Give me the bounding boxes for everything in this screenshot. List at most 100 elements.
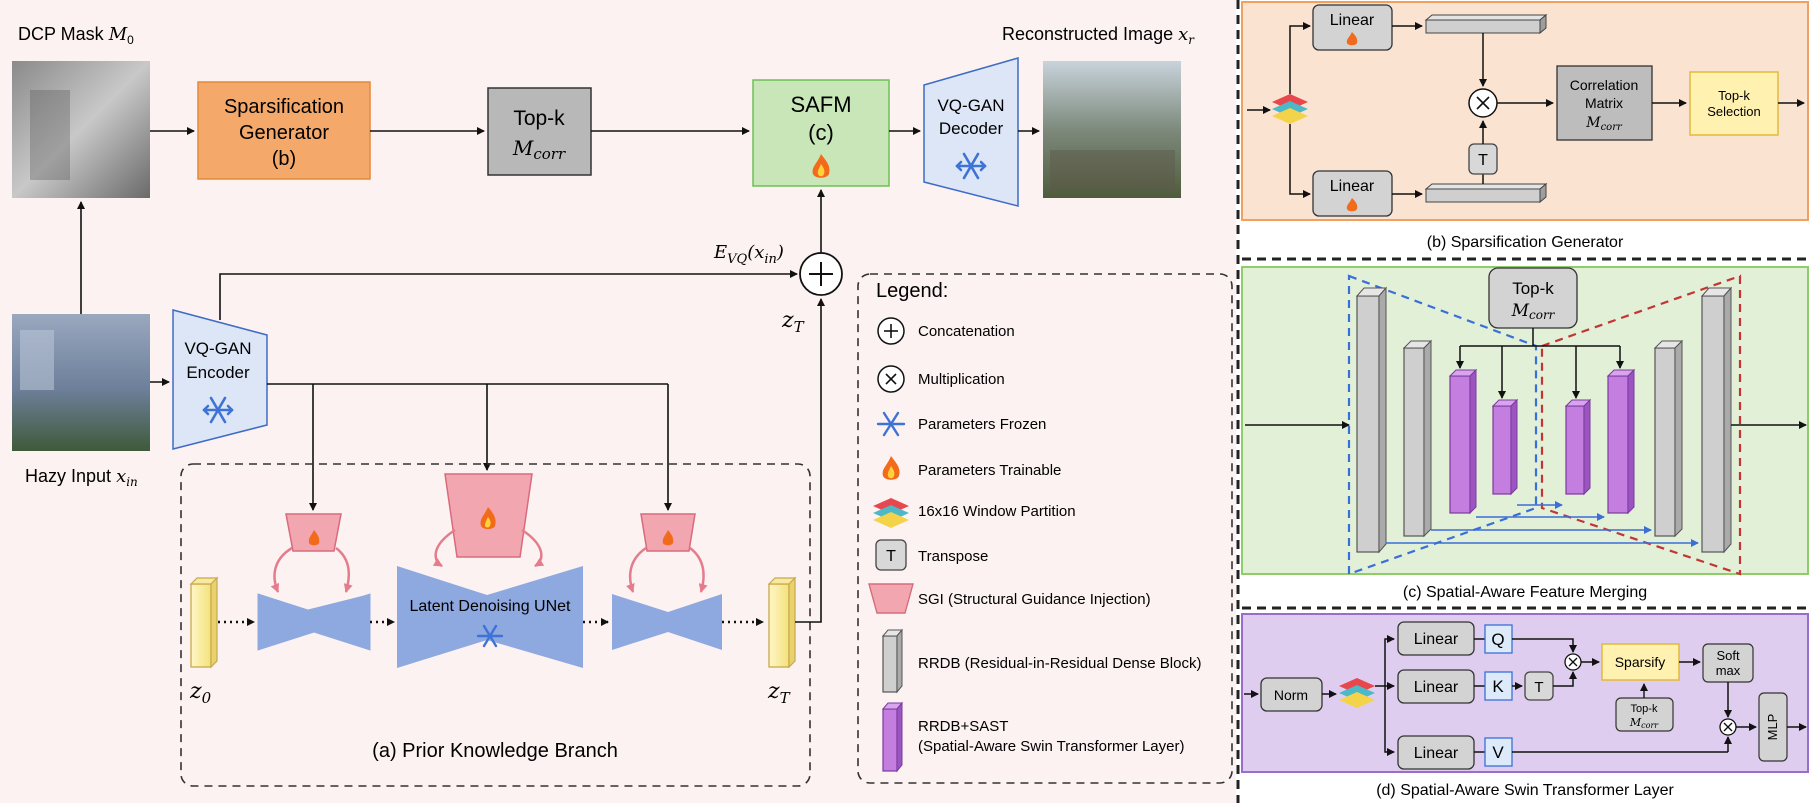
panel-d-topk-line1: Top-k	[1631, 703, 1658, 715]
panel-d-softmax-line2: max	[1716, 663, 1741, 678]
legend-transpose-letter: T	[886, 548, 896, 565]
panel-d-k-box	[1484, 671, 1513, 701]
vq-gan-decoder-trapezoid	[923, 57, 1019, 207]
panel-d-topk-mcorr: Mcorr	[1629, 716, 1659, 730]
sparsification-generator-line1: Sparsification	[224, 96, 344, 118]
legend-rrdb-block-icon	[881, 628, 904, 694]
safm-line1: SAFM	[790, 92, 851, 117]
panel-d-norm-label: Norm	[1274, 687, 1308, 703]
panel-c-sast-block-3	[1564, 398, 1592, 496]
panel-b-topk-selection-box	[1689, 71, 1779, 136]
decoder-line2: Decoder	[939, 119, 1004, 138]
prior-knowledge-branch-box	[180, 463, 811, 787]
panel-c-topk-mcorr: Mcorr	[1511, 301, 1556, 322]
panel-d-caption: (d) Spatial-Aware Swin Transformer Layer	[1376, 782, 1674, 799]
panel-d-multiply2-s2	[1723, 722, 1733, 732]
panel-b-linear-bottom-label: Linear	[1330, 178, 1375, 195]
encoder-line2: Encoder	[186, 363, 250, 382]
panel-b-linear-top-label: Linear	[1330, 12, 1375, 29]
panel-c-decoder-frame	[1540, 274, 1742, 576]
panel-b-feature-bar-bottom	[1424, 182, 1548, 204]
panel-d-softmax-line1: Soft	[1716, 648, 1740, 663]
sparsification-generator-line2: Generator	[239, 122, 329, 144]
topk-mcorr: Mcorr	[512, 136, 566, 163]
panel-c-rrdb-block-3	[1653, 339, 1684, 538]
sgi-left-flame-icon	[308, 530, 320, 546]
sgi-left-arrow-b	[335, 547, 353, 593]
sgi-center-arrow-a	[432, 528, 456, 568]
encoder-line1: VQ-GAN	[184, 339, 251, 358]
panel-d-multiply1-s2	[1568, 657, 1578, 667]
z0-latent-block	[190, 583, 212, 668]
panel-d-t-to-mult	[1553, 671, 1577, 687]
hazy-input-building	[20, 330, 54, 390]
legend-box	[857, 273, 1233, 784]
panel-b-feature-bar-top	[1424, 13, 1548, 35]
panel-c-rrdb-block-4	[1700, 286, 1733, 554]
sgi-right-flame-icon	[662, 530, 674, 546]
panel-b-topk-line2: Selection	[1707, 104, 1760, 119]
panel-c-sast-block-4	[1606, 368, 1636, 515]
legend-times-circle-icon	[877, 365, 905, 393]
unet-snowflake-icon	[476, 624, 504, 648]
panel-c-rrdb-block-2	[1402, 339, 1433, 538]
sparsification-generator-line3: (b)	[272, 148, 296, 170]
panel-b-transpose-label: T	[1478, 152, 1488, 169]
reconstructed-image-label: Reconstructed Image xr	[1002, 24, 1195, 47]
panel-d-q-to-mult	[1512, 638, 1577, 653]
unet-small-right	[612, 594, 722, 650]
panel-b-multiply-stroke2	[1476, 96, 1490, 110]
panel-d-linear-q-label: Linear	[1414, 631, 1459, 648]
latent-denoising-unet	[397, 566, 583, 668]
panel-d-window-partition-icon	[1339, 678, 1375, 708]
panel-b-caption: (b) Sparsification Generator	[1427, 234, 1624, 251]
legend-sgi-trapezoid-icon	[868, 583, 914, 614]
safm-line2: (c)	[808, 120, 834, 145]
panel-c-sast-block-1	[1448, 368, 1478, 515]
panel-b-corr-mcorr: Mcorr	[1585, 115, 1623, 133]
dcp-mask-label: DCP Mask M0	[18, 24, 134, 47]
legend-transpose-icon	[875, 539, 907, 571]
panel-d-partition-to-q	[1384, 635, 1395, 686]
panel-d-q-label: Q	[1491, 630, 1504, 649]
zt-main-label: zT	[781, 308, 805, 336]
reconstructed-ground	[1050, 150, 1175, 190]
sgi-left-arrow-a	[270, 546, 293, 593]
z0-label: z0	[189, 679, 212, 707]
sgi-center-flame-icon	[480, 507, 496, 529]
panel-d-v-label: V	[1492, 743, 1504, 762]
panel-b-linear-bottom-flame-icon	[1346, 198, 1358, 212]
evq-label: EVQ(xin)	[713, 242, 784, 267]
panel-d-linear-v-label: Linear	[1414, 745, 1459, 762]
zt-latent-side	[788, 576, 796, 669]
panel-c-encoder-frame	[1347, 274, 1538, 576]
legend-plus-circle-icon	[877, 317, 905, 345]
legend-label-rrdb: RRDB (Residual-in-Residual Dense Block)	[918, 655, 1201, 672]
decoder-snowflake-icon	[955, 152, 987, 180]
legend-label-trainable: Parameters Trainable	[918, 462, 1061, 479]
panel-b-to-linear-bottom	[1289, 124, 1311, 198]
legend-label-transpose: Transpose	[918, 548, 988, 565]
legend-label-rrdb-sast: RRDB+SAST	[918, 718, 1008, 735]
legend-flame-icon	[882, 456, 900, 480]
panel-b-topk-line1: Top-k	[1718, 88, 1750, 103]
panel-b-linear-top-flame-icon	[1346, 32, 1358, 46]
hazy-input-label: Hazy Input xin	[25, 466, 138, 489]
zt-to-concat-arrow	[795, 298, 825, 623]
unet-small-left	[257, 593, 371, 651]
legend-label-frozen: Parameters Frozen	[918, 416, 1046, 433]
prior-knowledge-branch-caption: (a) Prior Knowledge Branch	[372, 740, 618, 762]
sgi-right-arrow-b	[689, 547, 708, 593]
encoder-to-concat-arrow	[219, 270, 798, 320]
panel-c-rrdb-block-1	[1355, 286, 1388, 554]
unet-label: Latent Denoising UNet	[410, 598, 572, 615]
legend-rrdb-sast-block-icon	[881, 701, 904, 773]
legend-snowflake-icon	[876, 411, 906, 437]
topk-line1: Top-k	[513, 107, 565, 130]
safm-flame-icon	[812, 154, 830, 178]
panel-d-linear-k-label: Linear	[1414, 679, 1459, 696]
panel-c-topk-line1: Top-k	[1512, 279, 1554, 298]
panel-b-linear-top-box	[1312, 4, 1393, 51]
